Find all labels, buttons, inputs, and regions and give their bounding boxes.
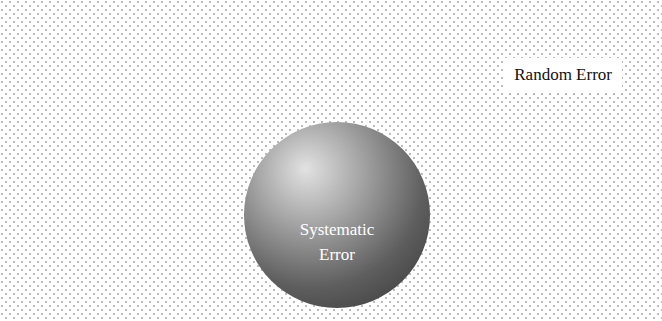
systematic-error-sphere: Systematic Error	[243, 121, 431, 309]
sphere-label: Systematic Error	[287, 218, 387, 267]
region-label: Random Error	[504, 58, 622, 93]
sphere-shape	[243, 121, 431, 309]
